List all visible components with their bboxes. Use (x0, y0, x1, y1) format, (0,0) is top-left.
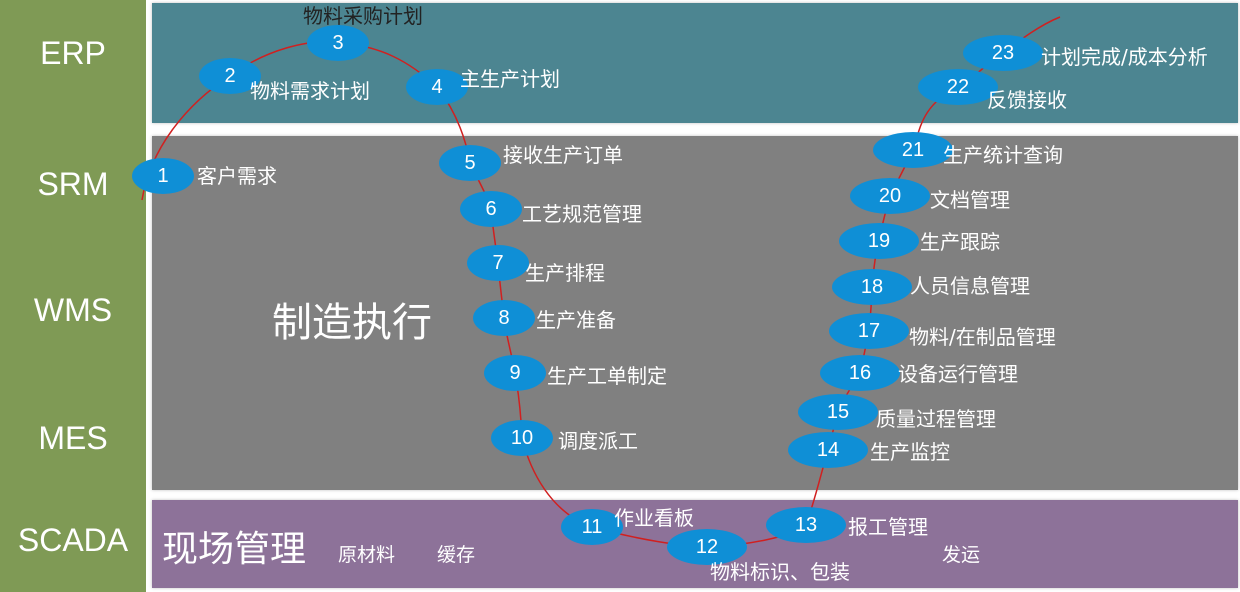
site-note-raw-material: 原材料 (338, 544, 396, 566)
step-label-21: 生产统计查询 (943, 143, 1063, 167)
step-node-5: 5 (439, 145, 501, 181)
step-label-3: 物料采购计划 (303, 4, 423, 28)
layer-label-erp: ERP (40, 35, 106, 71)
manufacturing-execution-label: 制造执行 (272, 300, 432, 346)
step-label-9: 生产工单制定 (547, 364, 667, 388)
step-node-14: 14 (788, 432, 868, 468)
step-label-1: 客户需求 (197, 164, 277, 188)
step-label-13: 报工管理 (848, 515, 928, 539)
step-label-19: 生产跟踪 (920, 230, 1000, 254)
step-node-23: 23 (963, 35, 1043, 71)
step-node-10: 10 (491, 420, 553, 456)
step-label-6: 工艺规范管理 (522, 202, 642, 226)
step-node-7: 7 (467, 245, 529, 281)
step-node-19: 19 (839, 223, 919, 259)
step-node-3: 3 (307, 25, 369, 61)
step-label-5: 接收生产订单 (503, 143, 623, 167)
step-node-15: 15 (798, 394, 878, 430)
step-label-14: 生产监控 (870, 440, 950, 464)
step-label-15: 质量过程管理 (876, 407, 996, 431)
step-label-8: 生产准备 (536, 308, 616, 332)
site-note-buffer: 缓存 (437, 544, 476, 566)
step-label-11: 作业看板 (614, 506, 694, 530)
layer-sidebar: ERP SRM WMS MES SCADA (0, 0, 146, 592)
step-node-8: 8 (473, 300, 535, 336)
step-label-17: 物料/在制品管理 (909, 325, 1056, 349)
step-node-20: 20 (850, 178, 930, 214)
step-node-12: 12 (667, 529, 747, 565)
step-node-11: 11 (561, 509, 623, 545)
erp-band (152, 3, 1238, 123)
step-node-4: 4 (406, 69, 468, 105)
layer-label-scada: SCADA (17, 522, 129, 558)
execution-band (152, 136, 1238, 490)
step-label-7: 生产排程 (525, 261, 605, 285)
layer-label-mes: MES (38, 420, 108, 456)
step-node-22: 22 (918, 69, 998, 105)
step-node-21: 21 (873, 132, 953, 168)
step-label-2: 物料需求计划 (250, 79, 370, 103)
step-node-1: 1 (132, 158, 194, 194)
layer-label-wms: WMS (33, 292, 113, 328)
step-label-23: 计划完成/成本分析 (1041, 45, 1208, 69)
step-node-2: 2 (199, 58, 261, 94)
layer-label-srm: SRM (37, 166, 109, 202)
step-node-16: 16 (820, 355, 900, 391)
site-management-label: 现场管理 (162, 529, 307, 570)
step-node-18: 18 (832, 269, 912, 305)
step-label-10: 调度派工 (558, 429, 638, 453)
step-label-16: 设备运行管理 (898, 362, 1018, 386)
step-node-6: 6 (460, 191, 522, 227)
step-node-17: 17 (829, 313, 909, 349)
step-node-13: 13 (766, 507, 846, 543)
step-label-18: 人员信息管理 (910, 274, 1030, 298)
step-label-4: 主生产计划 (460, 67, 560, 91)
step-label-22: 反馈接收 (987, 88, 1067, 112)
site-note-shipping: 发运 (942, 544, 981, 566)
step-label-20: 文档管理 (930, 188, 1010, 212)
step-node-9: 9 (484, 355, 546, 391)
step-label-12: 物料标识、包装 (710, 560, 850, 584)
